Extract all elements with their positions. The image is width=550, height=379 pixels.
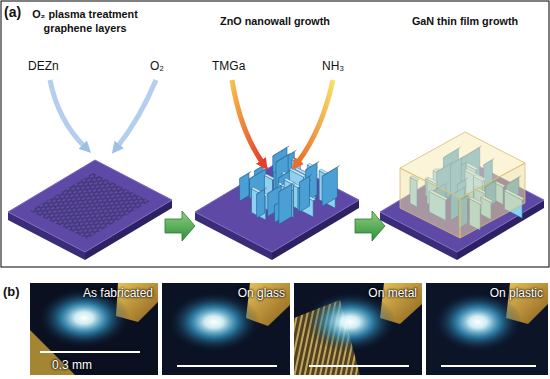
precursor-label: NH₃ [322,60,344,74]
precursor-label: TMGa [212,60,245,74]
process-arrow [355,211,385,241]
led-glow [168,292,260,352]
led-glow [304,292,396,352]
nanowall-top [240,171,251,178]
nanowall-top [276,153,290,162]
precursor-arrow [118,80,156,146]
scale-bar [177,365,277,367]
photo-panel: On metal [294,283,422,375]
precursor-label: DEZn [28,60,59,74]
gan-film [400,132,525,238]
step-heading: ZnO nanowall growth [195,14,355,28]
nanowall-top [306,161,319,169]
scale-bar [309,365,409,367]
photo-ground [30,283,158,375]
panel-label: (a) [4,4,21,20]
panel-frame [1,1,549,267]
photo-caption: On metal [368,286,417,300]
nanowall-top [289,168,305,177]
photo-caption: As fabricated [83,286,153,300]
nanowall [279,184,292,224]
photo-panel: As fabricated 0.3 mm [30,283,158,375]
photo-caption: On plastic [490,286,543,300]
photo-panel: On glass [162,283,290,375]
precursor-label: O₂ [150,60,164,74]
precursor-arrow [298,80,333,162]
step-heading: O₂ plasma treatment graphene layers [5,7,165,35]
nanowall-top [300,175,312,182]
step-heading: GaN thin film growth [385,14,545,28]
scale-bar [441,365,536,367]
led-glow [434,292,522,352]
led-photo [30,283,158,375]
film-top [400,132,525,198]
led-photo [162,283,290,375]
panel-label: (b) [3,285,20,300]
zno-nanowalls [240,146,340,224]
substrate-slab [8,160,172,260]
graphene-layer [20,160,160,250]
photo-ground [294,283,422,375]
slab-top [8,160,172,252]
nanowall [322,167,337,206]
nanowall-top [279,183,294,192]
nanowall-top [264,174,274,180]
precursor-arrow [50,80,84,146]
nanowall [251,189,265,220]
scale-label: 0.3 mm [52,358,92,372]
nanowall-top [273,146,289,156]
nanowall-top [257,188,267,194]
nanowall [240,173,249,201]
led-photo [294,283,422,375]
photo-ground [426,283,548,375]
photo-ground [162,283,290,375]
nanowall [257,189,265,218]
process-arrow [165,211,195,241]
precursor-arrow [232,80,262,162]
process-stage: O₂ plasma treatment graphene layers [5,5,165,250]
photo-caption: On glass [238,286,285,300]
scale-bar [40,351,140,353]
led-photo [426,283,548,375]
nanowall-top [322,166,339,177]
photo-panel: On plastic [426,283,548,375]
process-stage: GaN thin film growth [385,5,545,250]
process-stage: ZnO nanowall growth [195,5,355,250]
nanowall-top [284,178,295,184]
nanowall [300,176,310,212]
